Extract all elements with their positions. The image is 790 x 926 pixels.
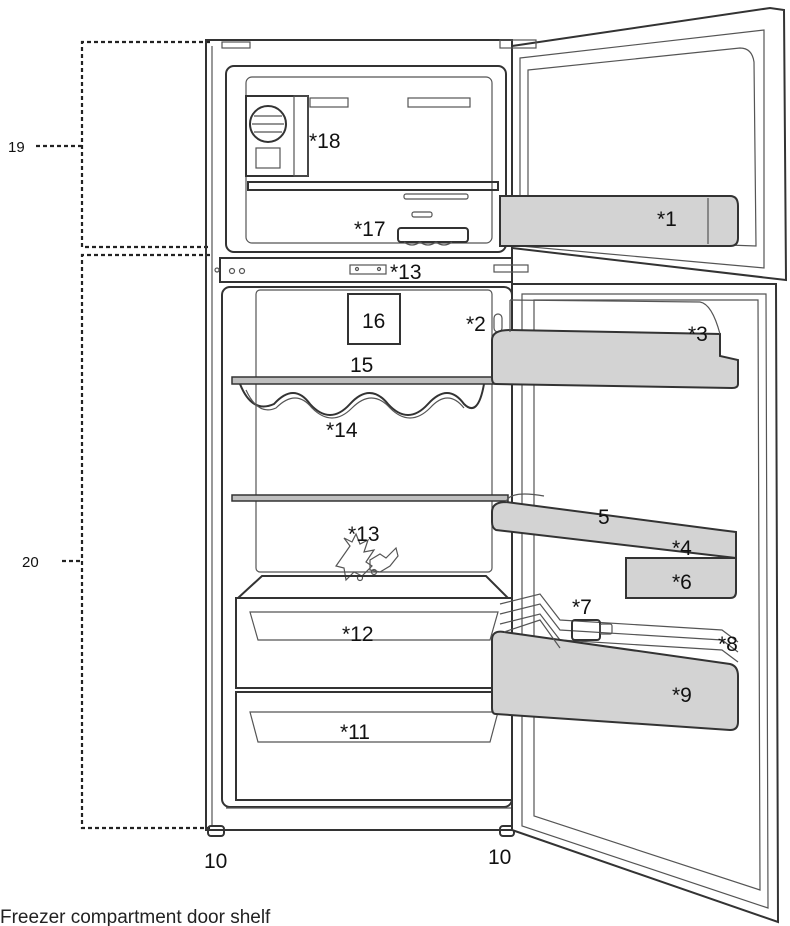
label-ice-tray: *17 xyxy=(354,218,386,241)
label-freshness-filter: *13 xyxy=(348,523,380,546)
label-fridge-compartment: 20 xyxy=(22,554,39,571)
label-wine-rack: *14 xyxy=(326,419,358,442)
label-ice-maker: *18 xyxy=(309,130,341,153)
label-control-panel: *13 xyxy=(390,261,422,284)
label-freezer-compartment: 19 xyxy=(8,139,25,156)
label-bottle-clip: *7 xyxy=(572,596,592,619)
labels: 19 20 *18 *17 *1 *13 16 *2 *3 15 *14 *13… xyxy=(0,130,738,926)
label-middle-door-bin: *4 xyxy=(672,537,692,560)
label-freezer-door-shelf: *1 xyxy=(657,208,677,231)
label-leveling-foot-right: 10 xyxy=(488,846,511,869)
freezer-door xyxy=(493,6,788,282)
label-egg-holder: *2 xyxy=(466,313,486,336)
compartment-brackets xyxy=(36,40,210,830)
label-fridge-light: 16 xyxy=(362,310,385,333)
label-small-bin: *6 xyxy=(672,571,692,594)
caption-text: Freezer compartment door shelf xyxy=(0,907,271,926)
label-bottle-guard: 5 xyxy=(598,506,610,529)
label-bottle-rack: *8 xyxy=(718,633,738,656)
label-leveling-foot-left: 10 xyxy=(204,850,227,873)
freezer-contents xyxy=(245,95,499,246)
label-bottom-door-bin: *9 xyxy=(672,684,692,707)
fridge-contents xyxy=(231,264,513,801)
fridge-door xyxy=(491,283,780,924)
cabinet xyxy=(205,39,513,831)
label-upper-door-bin: *3 xyxy=(688,323,708,346)
label-upper-crisper: *12 xyxy=(342,623,374,646)
label-lower-crisper: *11 xyxy=(340,721,370,744)
label-top-shelf: 15 xyxy=(350,354,373,377)
